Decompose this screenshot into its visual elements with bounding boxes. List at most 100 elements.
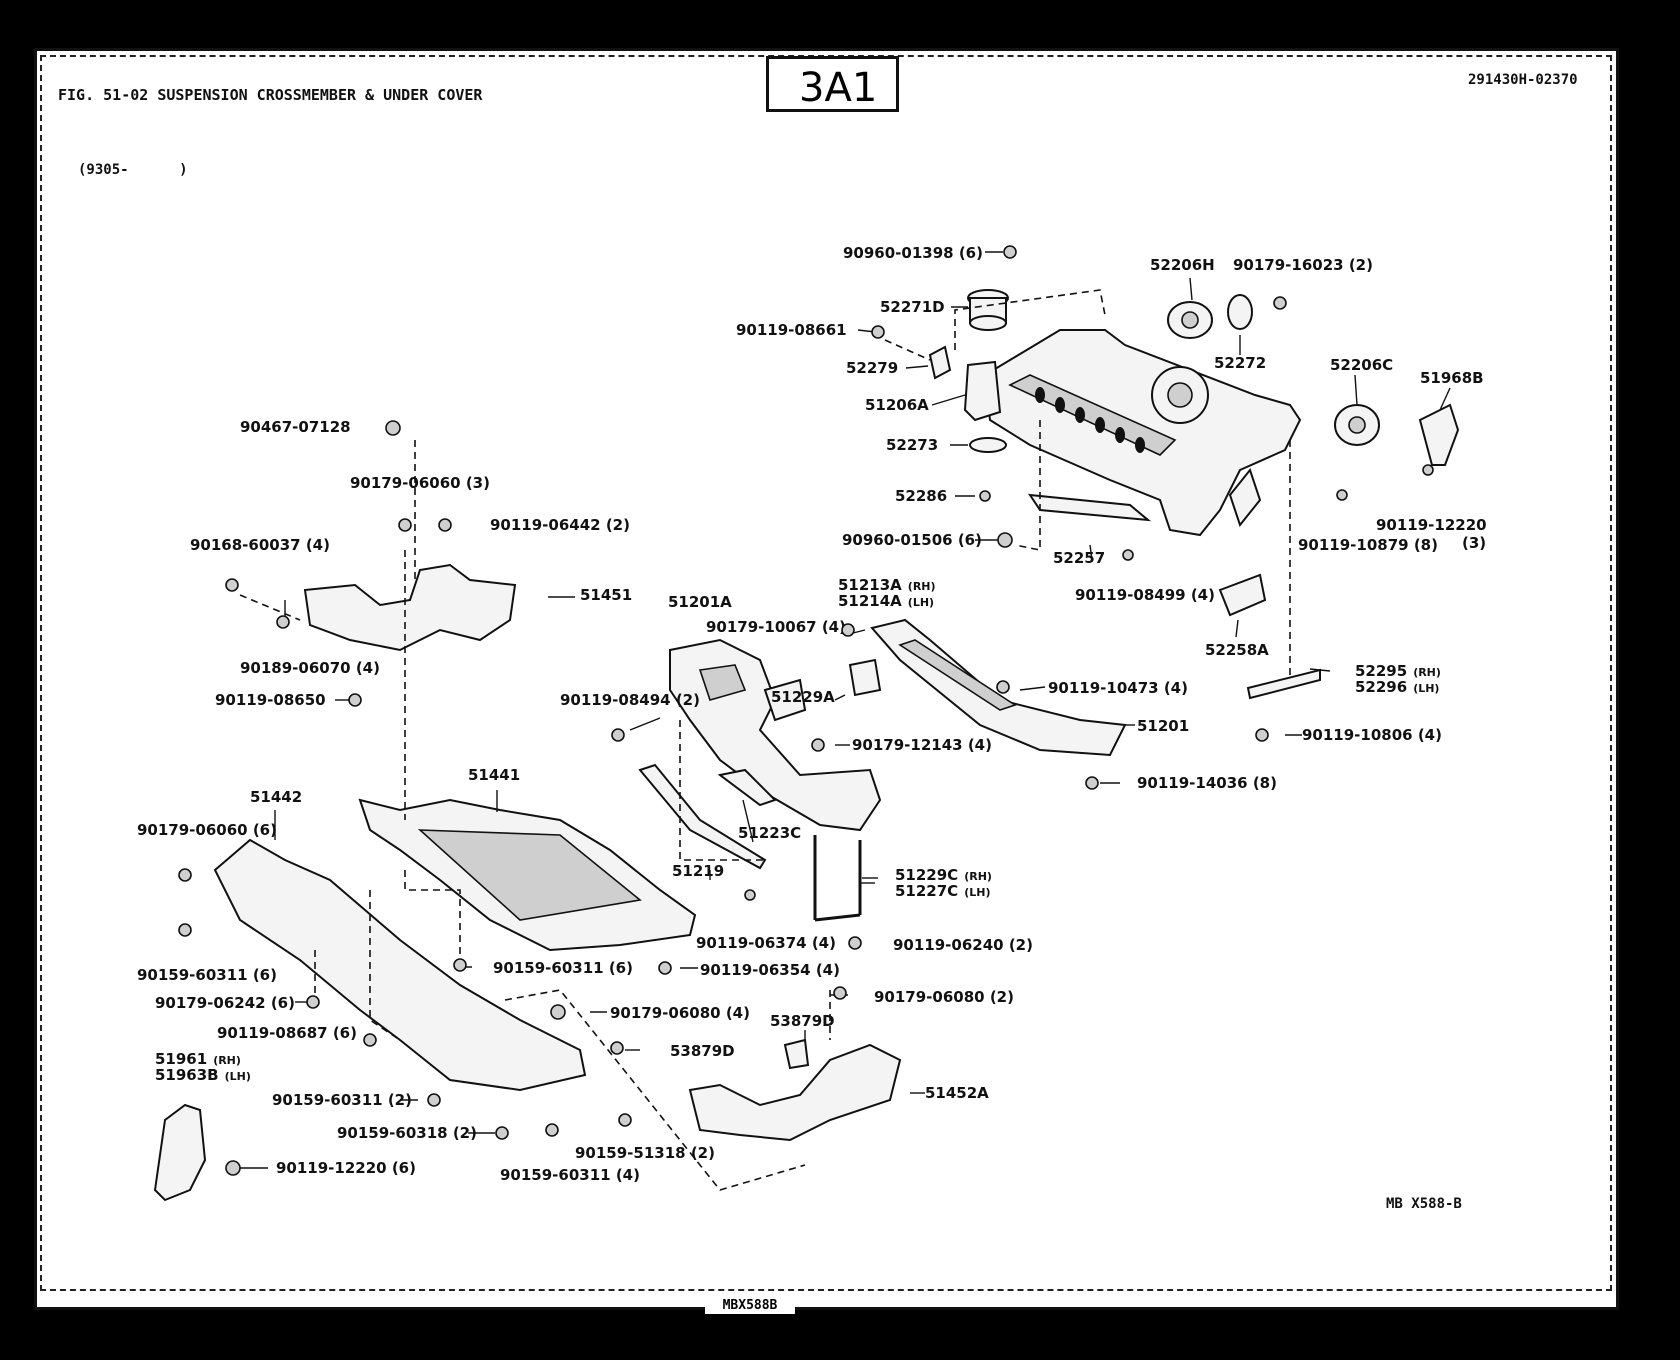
label-51963B: 51963B (LH): [155, 1066, 251, 1084]
label-90119-06240: 90119-06240 (2): [893, 936, 1033, 954]
label-90179-06080-2: 90179-06080 (2): [874, 988, 1014, 1006]
label-51227C: 51227C(LH): [895, 882, 990, 900]
arm-51229A-shape: [763, 678, 807, 722]
assembly-line-3: [1014, 420, 1041, 551]
label-90119-12220-6: 90119-12220 (6): [276, 1159, 416, 1177]
assembly-line-1: [954, 289, 1106, 350]
label-90119-08499: 90119-08499 (4): [1075, 586, 1215, 604]
label-90159-51318: 90159-51318 (2): [575, 1144, 715, 1162]
label-51201: 51201: [1137, 717, 1189, 735]
bracket-53879D-shape: [783, 1038, 810, 1070]
label-52272: 52272: [1214, 354, 1266, 372]
under-cover-51451-shape: [303, 563, 517, 652]
label-90179-06060-3: 90179-06060 (3): [350, 474, 490, 492]
label-52257: 52257: [1053, 549, 1105, 567]
label-51442: 51442: [250, 788, 302, 806]
label-52206H: 52206H: [1150, 256, 1215, 274]
badge-text: 3A1: [799, 65, 878, 111]
part-labels: 90960-01398 (6) 52206H 90179-16023 (2) 5…: [137, 244, 1487, 1184]
plate-51961-shape: [153, 1103, 207, 1202]
rear-crossmember-shape: [983, 329, 1302, 537]
stay-51223C-shape: [717, 768, 777, 807]
label-51963B-num: 51963B: [155, 1066, 219, 1084]
label-51214A-side: (LH): [908, 596, 934, 609]
label-51227C-side: (LH): [964, 886, 990, 899]
label-51223C: 51223C: [738, 824, 801, 842]
date-range: (9305- ): [78, 162, 188, 178]
label-51961-num: 51961: [155, 1050, 207, 1068]
label-52279: 52279: [846, 359, 898, 377]
label-qty-3: (3): [1462, 534, 1486, 552]
label-51214A-num: 51214A: [838, 592, 902, 610]
label-52273: 52273: [886, 436, 938, 454]
label-53879D-b: 53879D: [670, 1042, 735, 1060]
label-90179-06242: 90179-06242 (6): [155, 994, 295, 1012]
under-cover-51452A-shape: [688, 1043, 902, 1142]
label-53879D-a: 53879D: [770, 1012, 835, 1030]
under-cover-51442-shape: [213, 838, 587, 1092]
label-90119-06374: 90119-06374 (4): [696, 934, 836, 952]
assembly-line-7: [239, 594, 301, 621]
label-52296-num: 52296: [1355, 678, 1407, 696]
mount-52206C-shape: [1334, 404, 1380, 446]
label-90189-06070: 90189-06070 (4): [240, 659, 380, 677]
washer-52272-shape: [1227, 294, 1253, 330]
label-51441: 51441: [468, 766, 520, 784]
label-90159-60311-4: 90159-60311 (4): [500, 1166, 640, 1184]
bushing-52271D-shape: [967, 289, 1009, 331]
suspension-member-51201A-shape: [669, 638, 882, 832]
figure-title: FIG. 51-02 SUSPENSION CROSSMEMBER & UNDE…: [58, 86, 483, 104]
brace-52295-shape: [1246, 668, 1321, 700]
label-51451: 51451: [580, 586, 632, 604]
label-90119-06442: 90119-06442 (2): [490, 516, 630, 534]
brace-52258A-shape: [1218, 573, 1267, 617]
label-90119-14036: 90119-14036 (8): [1137, 774, 1277, 792]
label-90960-01506: 90960-01506 (6): [842, 531, 982, 549]
label-90119-06354: 90119-06354 (4): [700, 961, 840, 979]
label-52206C: 52206C: [1330, 356, 1393, 374]
label-90179-12143: 90179-12143 (4): [852, 736, 992, 754]
label-51968B: 51968B: [1420, 369, 1484, 387]
label-51201A: 51201A: [668, 593, 732, 611]
label-90467-07128: 90467-07128: [240, 418, 351, 436]
label-51213A-num: 51213A: [838, 576, 902, 594]
label-52295-num: 52295: [1355, 662, 1407, 680]
label-51229C: 51229C (RH): [895, 866, 992, 884]
label-52295-side: (RH): [1413, 666, 1441, 679]
label-90159-60311-2: 90159-60311 (2): [272, 1091, 412, 1109]
catalog-number: 291430H-02370: [1468, 72, 1578, 88]
label-90179-06080-4: 90179-06080 (4): [610, 1004, 750, 1022]
label-52296: 52296(LH): [1355, 678, 1439, 696]
assembly-line-9: [404, 870, 461, 960]
label-51961: 51961(RH): [155, 1050, 241, 1068]
label-90159-60311-6b: 90159-60311 (6): [493, 959, 633, 977]
label-90179-16023: 90179-16023 (2): [1233, 256, 1373, 274]
label-51229C-num: 51229C: [895, 866, 958, 884]
label-51213A-side: (RH): [908, 580, 936, 593]
label-90119-10806: 90119-10806 (4): [1302, 726, 1442, 744]
label-90960-01398: 90960-01398 (6): [843, 244, 983, 262]
label-52271D: 52271D: [880, 298, 945, 316]
label-90119-12220-rear: 90119-12220: [1376, 516, 1487, 534]
label-90168-60037: 90168-60037 (4): [190, 536, 330, 554]
label-51214A: 51214A (LH): [838, 592, 934, 610]
label-90179-10067: 90179-10067 (4): [706, 618, 846, 636]
label-51963B-side: (LH): [225, 1070, 251, 1083]
label-90159-60318: 90159-60318 (2): [337, 1124, 477, 1142]
label-90119-08687: 90119-08687 (6): [217, 1024, 357, 1042]
bracket-51968B-shape: [1418, 403, 1460, 466]
label-90159-60311-6a: 90159-60311 (6): [137, 966, 277, 984]
stay-51219-shape: [638, 763, 767, 870]
assembly-line-8: [679, 720, 765, 861]
under-cover-51441-shape: [358, 798, 697, 952]
label-90119-10879: 90119-10879 (8): [1298, 536, 1438, 554]
label-51213A: 51213A (RH): [838, 576, 936, 594]
label-51229C-side: (RH): [964, 870, 992, 883]
label-90119-08650: 90119-08650: [215, 691, 326, 709]
rods-51229C-shape: [813, 835, 862, 922]
bracket-51206A-shape: [963, 360, 1002, 422]
label-90119-08494: 90119-08494 (2): [560, 691, 700, 709]
washer-52273-shape: [969, 437, 1007, 453]
fastener-markers: [178, 245, 1434, 1176]
